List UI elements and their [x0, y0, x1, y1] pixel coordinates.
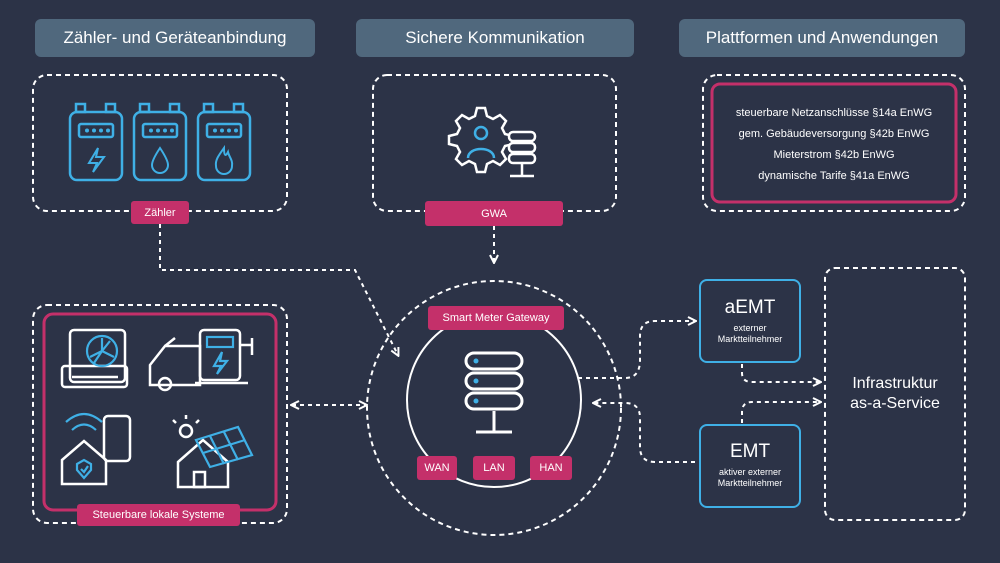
server-icon — [464, 351, 524, 434]
use-case-item: Mieterstrom §42b EnWG — [773, 149, 895, 161]
han-tag: HAN — [530, 456, 572, 480]
meter-tag: Zähler — [131, 201, 189, 224]
use-case-item: gem. Gebäudeversorgung §42b EnWG — [738, 128, 930, 140]
use-case-item: dynamische Tarife §41a EnWG — [758, 170, 910, 182]
local-outer-box — [32, 304, 288, 524]
lan-tag: LAN — [473, 456, 515, 480]
gwa-tag: GWA — [425, 201, 563, 226]
use-case-item: steuerbare Netzanschlüsse §14a EnWG — [735, 107, 933, 119]
electricity-meter-icon — [68, 102, 124, 182]
heat-pump-icon — [60, 328, 129, 389]
local-systems-tag: Steuerbare lokale Systeme — [77, 504, 240, 526]
emt-to-smgw-arrow — [594, 403, 695, 463]
car-charging-icon — [148, 328, 254, 392]
water-meter-icon — [132, 102, 188, 182]
aemt-title: aEMT — [724, 297, 776, 318]
smgw-tag: Smart Meter Gateway — [428, 306, 564, 330]
header-communication: Sichere Kommunikation — [356, 19, 634, 57]
header-platforms: Plattformen und Anwendungen — [679, 19, 965, 57]
header-meters: Zähler- und Geräteanbindung — [35, 19, 315, 57]
use-case-box — [710, 82, 958, 204]
gear-user-icon — [447, 106, 515, 174]
smgw-to-aemt-arrow — [578, 321, 695, 379]
gwa-database-icon — [507, 130, 537, 178]
smart-home-icon — [60, 414, 132, 486]
wan-tag: WAN — [417, 456, 457, 480]
platform-box — [702, 74, 966, 212]
aemt-to-iaas-arrow — [741, 364, 820, 382]
gas-meter-icon — [196, 102, 252, 182]
emt-box — [699, 424, 801, 508]
emt-to-iaas-arrow — [741, 402, 820, 423]
use-case-list: steuerbare Netzanschlüsse §14a EnWG gem.… — [718, 103, 950, 187]
emt-title: EMT — [729, 441, 771, 462]
meter-to-smgw-arrow — [159, 224, 398, 355]
aemt-box — [699, 279, 801, 363]
gwa-box — [372, 74, 617, 212]
iaas-box — [824, 267, 966, 521]
